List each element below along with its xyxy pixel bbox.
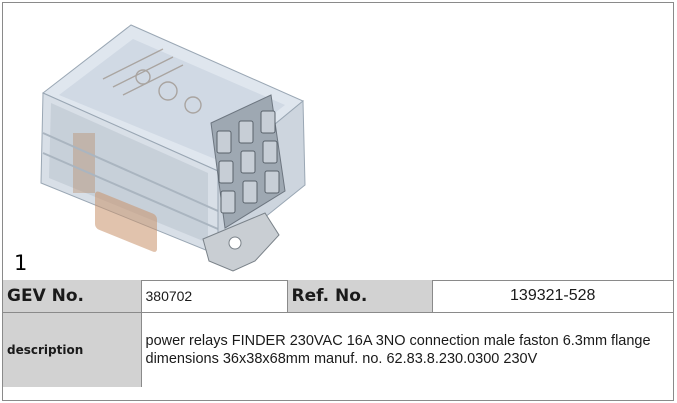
relay-product-image <box>40 24 306 272</box>
ref-no-label: Ref. No. <box>286 280 433 313</box>
description-value: power relays FINDER 230VAC 16A 3NO conne… <box>140 312 673 387</box>
table-row: description power relays FINDER 230VAC 1… <box>3 312 673 387</box>
spec-table: GEV No. 380702 Ref. No. 139321-528 descr… <box>3 280 673 387</box>
gev-no-value: 380702 <box>140 280 288 313</box>
ref-no-value: 139321-528 <box>431 280 673 313</box>
image-index-label: 1 <box>14 251 28 275</box>
description-label: description <box>3 312 142 387</box>
gev-no-label: GEV No. <box>3 280 142 313</box>
table-row: GEV No. 380702 Ref. No. 139321-528 <box>3 280 673 313</box>
product-image-panel: 1 <box>3 3 673 281</box>
